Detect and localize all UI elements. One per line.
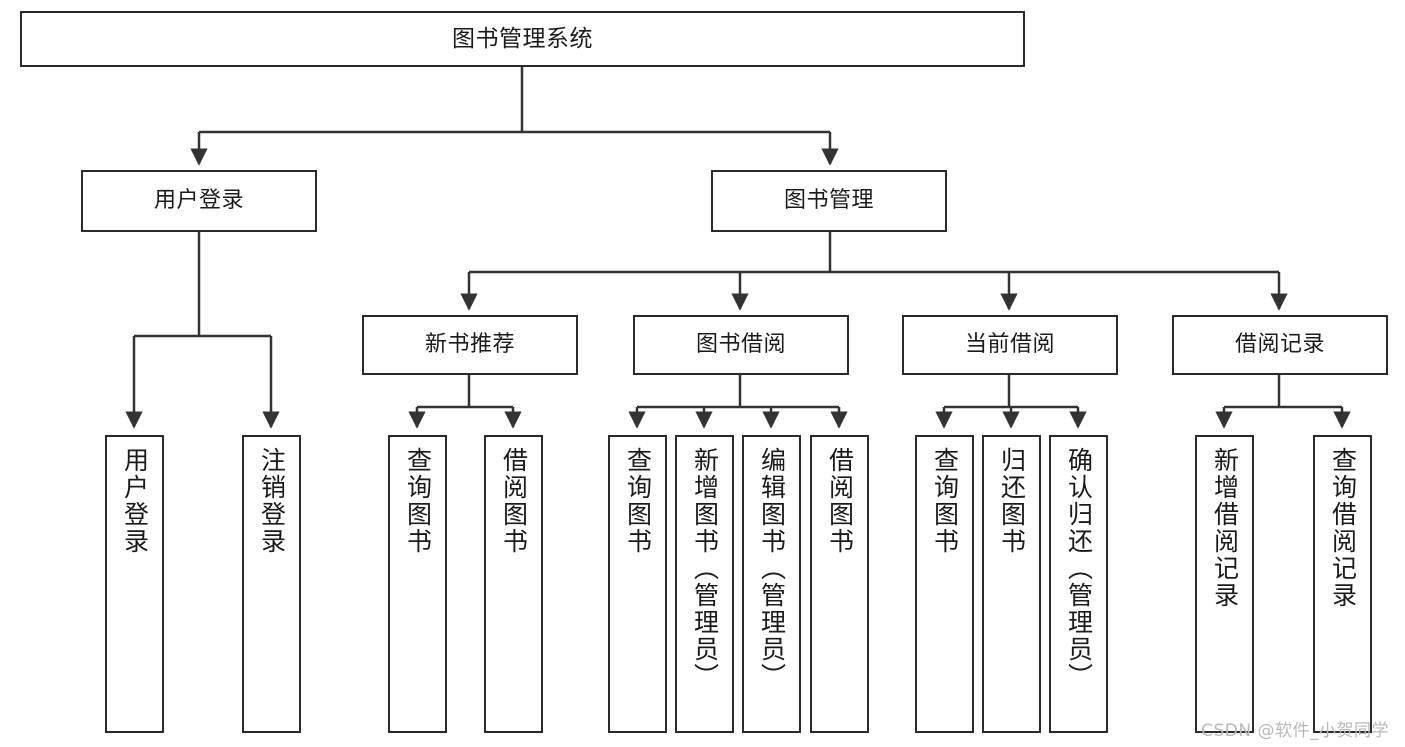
node-book-management-label: 图书管理 <box>783 188 874 213</box>
node-leaf-user-login[interactable]: 用户登录 <box>105 435 164 733</box>
node-leaf-add-book[interactable]: 新增图书（管理员） <box>675 435 734 733</box>
node-leaf-add-record-label: 新增借阅记录 <box>1210 447 1240 609</box>
node-current-borrow-label: 当前借阅 <box>964 332 1055 357</box>
node-leaf-query-book-1-label: 查询图书 <box>403 447 433 555</box>
node-borrow-record-label: 借阅记录 <box>1234 332 1325 357</box>
node-root-label: 图书管理系统 <box>452 25 593 52</box>
node-book-borrow[interactable]: 图书借阅 <box>633 315 849 375</box>
node-leaf-return-book[interactable]: 归还图书 <box>982 435 1041 733</box>
node-leaf-query-book-3-label: 查询图书 <box>930 447 960 555</box>
node-book-management[interactable]: 图书管理 <box>711 170 947 232</box>
node-leaf-confirm-return[interactable]: 确认归还（管理员） <box>1049 435 1108 733</box>
node-leaf-logout-login-label: 注销登录 <box>257 447 287 555</box>
node-leaf-borrow-book-1-label: 借阅图书 <box>499 447 529 555</box>
node-leaf-user-login-label: 用户登录 <box>120 447 150 555</box>
node-leaf-borrow-book-1[interactable]: 借阅图书 <box>484 435 543 733</box>
node-leaf-add-record[interactable]: 新增借阅记录 <box>1195 435 1254 733</box>
node-current-borrow[interactable]: 当前借阅 <box>902 315 1118 375</box>
node-borrow-record[interactable]: 借阅记录 <box>1172 315 1388 375</box>
node-book-borrow-label: 图书借阅 <box>695 332 786 357</box>
node-leaf-confirm-return-label: 确认归还（管理员） <box>1064 447 1094 690</box>
node-leaf-add-book-label: 新增图书（管理员） <box>690 447 720 690</box>
node-root[interactable]: 图书管理系统 <box>20 11 1025 67</box>
node-leaf-query-record-label: 查询借阅记录 <box>1328 447 1358 609</box>
node-leaf-borrow-book-2[interactable]: 借阅图书 <box>810 435 869 733</box>
node-leaf-query-book-2[interactable]: 查询图书 <box>608 435 667 733</box>
node-leaf-query-book-3[interactable]: 查询图书 <box>915 435 974 733</box>
node-leaf-edit-book[interactable]: 编辑图书（管理员） <box>742 435 801 733</box>
node-user-login-label: 用户登录 <box>153 188 244 213</box>
node-leaf-return-book-label: 归还图书 <box>997 447 1027 555</box>
node-user-login[interactable]: 用户登录 <box>81 170 317 232</box>
node-leaf-query-book-2-label: 查询图书 <box>623 447 653 555</box>
node-leaf-query-book-1[interactable]: 查询图书 <box>388 435 447 733</box>
node-leaf-edit-book-label: 编辑图书（管理员） <box>757 447 787 690</box>
node-leaf-query-record[interactable]: 查询借阅记录 <box>1313 435 1372 733</box>
node-leaf-borrow-book-2-label: 借阅图书 <box>825 447 855 555</box>
node-leaf-logout-login[interactable]: 注销登录 <box>242 435 301 733</box>
node-new-book-recommend-label: 新书推荐 <box>424 332 515 357</box>
node-new-book-recommend[interactable]: 新书推荐 <box>362 315 578 375</box>
watermark: CSDN @软件_小贺同学 <box>1201 721 1389 741</box>
